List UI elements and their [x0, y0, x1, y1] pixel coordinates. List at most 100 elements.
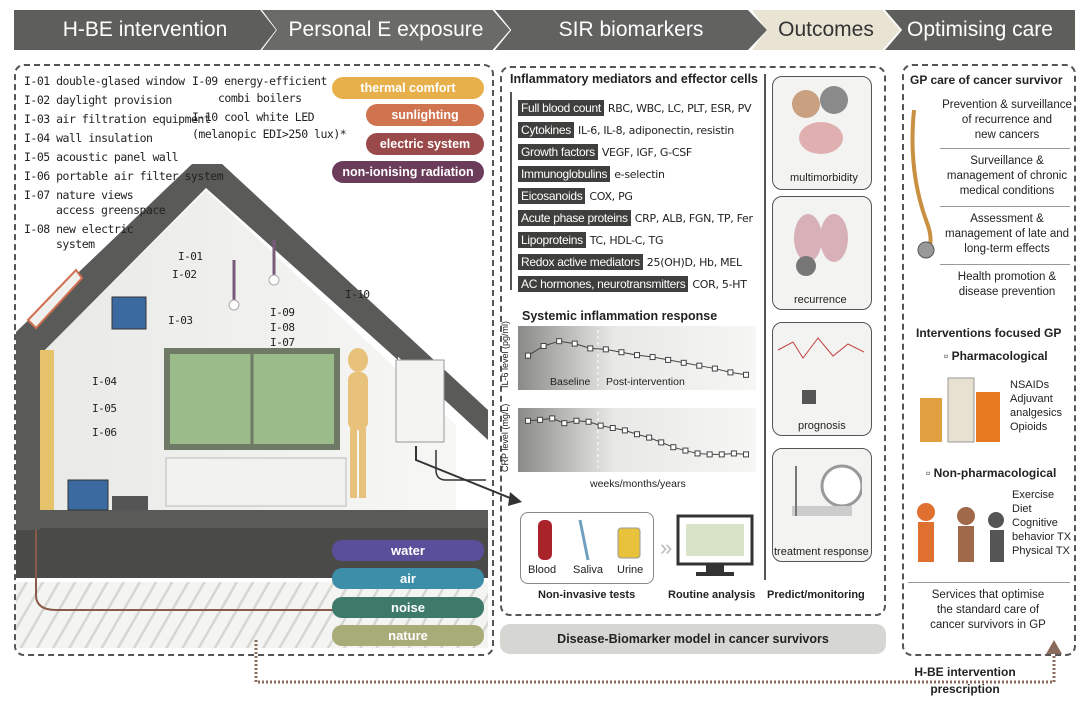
prescription-line: prescription — [930, 682, 1000, 696]
nonpharma-item: Cognitive — [1012, 517, 1058, 529]
pill-electric-system: electric system — [366, 133, 484, 155]
response-title: Systemic inflammation response — [522, 309, 718, 323]
stage-label: Outcomes — [778, 18, 874, 41]
data-point — [634, 352, 640, 359]
pharma-title: ▫ Pharmacological — [944, 349, 1048, 363]
biomarker-category: Immunoglobulins — [518, 166, 611, 182]
outcome-bracket — [764, 74, 766, 580]
noninvasive-label: Non-invasive tests — [538, 589, 636, 601]
pill-non-ionising-radiation: non-ionising radiation — [332, 161, 484, 183]
stage-optimising-care: Optimising care — [885, 10, 1075, 50]
gp-item: Prevention & surveillance of recurrence a… — [938, 98, 1076, 143]
gp-item-line: disease prevention — [958, 286, 1056, 298]
data-point — [609, 425, 616, 431]
pharma-item: NSAIDs — [1010, 379, 1050, 391]
gp-item-line: Prevention & surveillance — [942, 99, 1072, 111]
routine-label: Routine analysis — [668, 589, 756, 601]
sample-label: Saliva — [573, 564, 603, 576]
stage-hbe-intervention: H-BE intervention — [14, 10, 276, 50]
interventions-focused-title: Interventions focused GP — [916, 326, 1062, 340]
data-point — [540, 343, 547, 349]
data-point — [549, 415, 556, 422]
intervention-item: I-02 daylight provision — [24, 93, 172, 107]
outcome-label: prognosis — [798, 420, 846, 432]
intervention-item: access greenspace — [56, 203, 166, 217]
nonpharma-item: Diet — [1012, 503, 1032, 515]
data-point — [646, 434, 653, 441]
gp-item-line: of recurrence and — [961, 114, 1053, 126]
gp-item-line: Assessment & — [970, 213, 1044, 225]
data-point — [585, 418, 592, 425]
data-point — [696, 362, 703, 369]
tests-box — [520, 512, 654, 584]
services-text: Services that optimise the standard care … — [906, 588, 1070, 633]
stage-sir-biomarkers: SIR biomarkers — [495, 10, 767, 50]
urine-cup-icon — [617, 527, 641, 559]
data-point — [694, 450, 701, 457]
il6-ylabel: IL-6 level (pg/ml) — [500, 320, 510, 388]
house-panel — [14, 64, 494, 656]
nonpharma-item: Exercise — [1012, 489, 1055, 501]
stage-label: SIR biomarkers — [558, 18, 704, 41]
post-intervention-label: Post-intervention — [606, 376, 685, 388]
il6-chart — [518, 326, 756, 390]
intervention-item: I-09 energy-efficient — [192, 74, 327, 88]
data-point — [587, 345, 594, 352]
data-point — [670, 444, 677, 451]
biomarker-items: e-selectin — [614, 167, 665, 181]
pharma-label: Pharmacological — [951, 349, 1048, 363]
services-line: the standard care of — [936, 604, 1040, 616]
data-point — [649, 354, 656, 361]
house-label: I-10 — [345, 288, 370, 301]
gp-item-line: medical conditions — [959, 185, 1055, 197]
biomarker-category: Full blood count — [518, 100, 604, 116]
gp-divider — [940, 148, 1070, 149]
prescription-loop — [254, 640, 1062, 684]
biomarker-items: RBC, WBC, LC, PLT, ESR, PV — [607, 101, 752, 115]
house-label: I-03 — [168, 314, 193, 327]
stage-outcomes: Outcomes — [752, 10, 900, 50]
intervention-item: I-07 nature views — [24, 188, 134, 202]
data-point — [658, 439, 665, 446]
services-line: Services that optimise — [931, 589, 1045, 601]
biomarker-title: Inflammatory mediators and effector cell… — [510, 72, 758, 86]
intervention-item: I-05 acoustic panel wall — [24, 150, 179, 164]
house-label: I-01 — [178, 250, 203, 263]
gp-item: Health promotion &disease prevention — [938, 270, 1076, 300]
gp-title: GP care of cancer survivor — [910, 73, 1063, 87]
intervention-item: I-06 portable air filter system — [24, 169, 224, 183]
data-point — [618, 349, 625, 356]
data-point — [665, 356, 672, 363]
gp-panel — [902, 64, 1076, 656]
crp-chart-bg — [518, 408, 756, 472]
house-label: I-08 — [270, 321, 295, 334]
house-label: I-04 — [92, 375, 117, 388]
data-point — [680, 359, 687, 366]
data-point — [561, 420, 568, 427]
outcome-label: multimorbidity — [790, 172, 858, 184]
nonpharma-title: ▫ Non-pharmacological — [926, 466, 1056, 480]
data-point — [621, 427, 628, 434]
intervention-item: (melanopic EDI>250 lux)* — [192, 127, 347, 141]
biomarker-panel — [500, 66, 886, 616]
pill-sunlighting: sunlighting — [366, 104, 484, 126]
gp-item-line: new cancers — [974, 129, 1040, 141]
pharma-item: Adjuvant — [1010, 393, 1053, 405]
gp-divider — [940, 264, 1070, 265]
house-label: I-02 — [172, 268, 197, 281]
baseline-label: Baseline — [550, 376, 591, 388]
house-label: I-06 — [92, 426, 117, 439]
data-point — [634, 431, 640, 438]
nonpharma-item: behavior TX — [1012, 531, 1072, 543]
pill-thermal-comfort: thermal comfort — [332, 77, 484, 99]
ecg-watch-icon — [778, 337, 864, 404]
data-point — [682, 447, 689, 454]
outcome-card — [772, 448, 872, 562]
